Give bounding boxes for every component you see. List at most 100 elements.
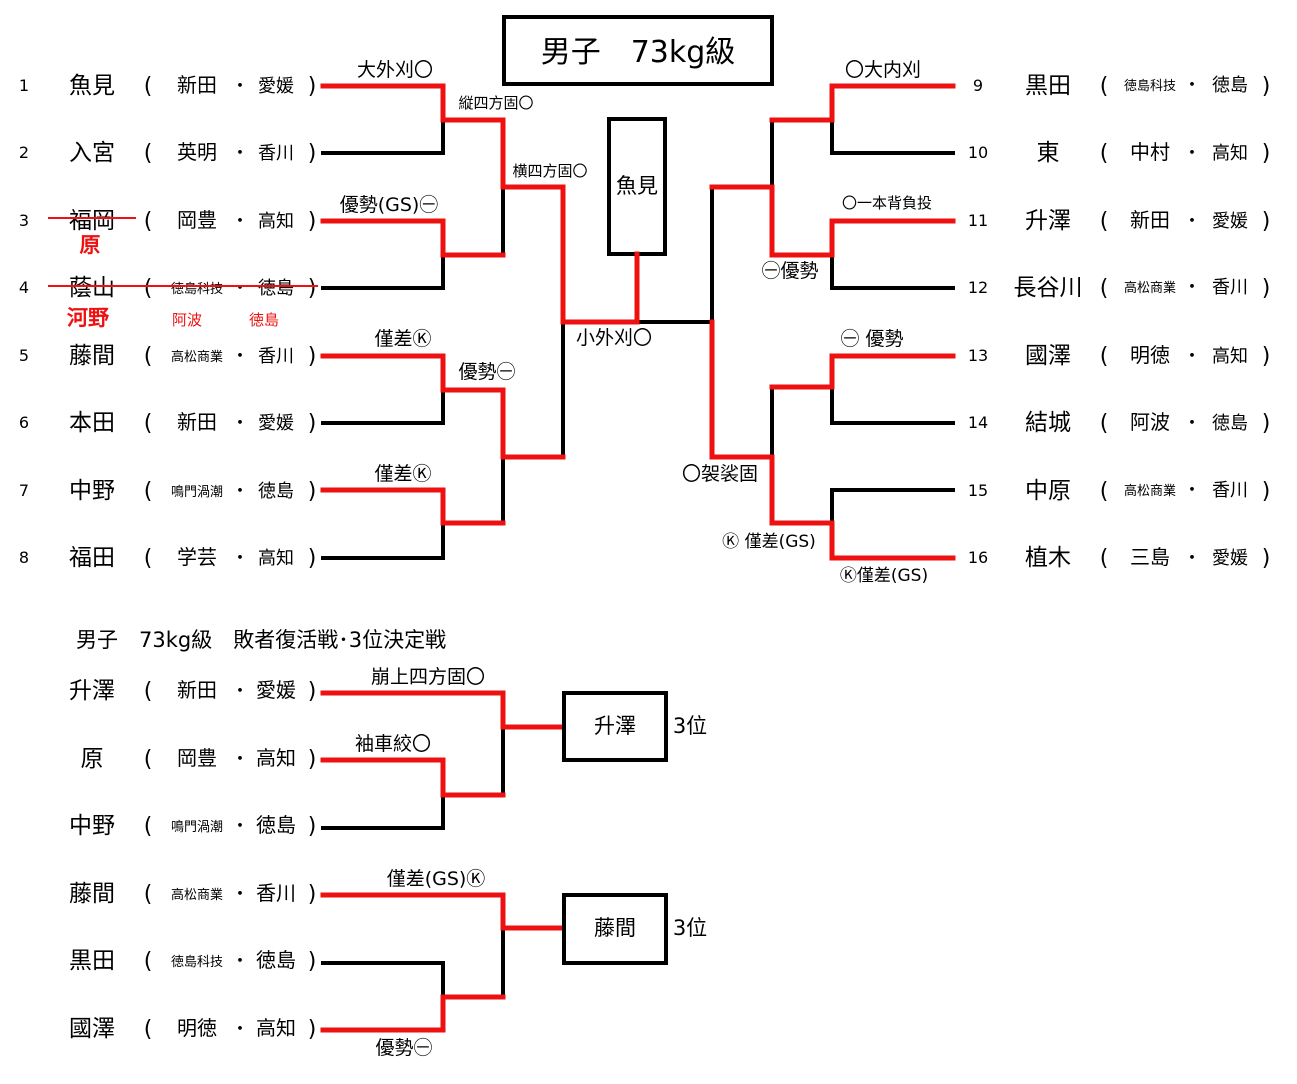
result-label: 袖車絞〇 (355, 733, 431, 755)
entry-school: 新田 (177, 73, 217, 97)
entry-school: 高松商業 (171, 349, 223, 365)
entry-name: 長谷川 (1014, 275, 1083, 301)
entry-school: 徳島科技 (1124, 79, 1176, 94)
winner-path (320, 83, 640, 325)
entry-pref: 高知 (258, 548, 294, 569)
paren-open: ( (144, 949, 153, 974)
result-label: Ⓚ 僅差(GS) (722, 532, 816, 552)
paren-close: ) (308, 814, 317, 839)
entry-school: 新田 (177, 410, 217, 434)
paren-close: ) (308, 882, 317, 907)
winner-path (320, 892, 567, 931)
repechage-group-b: 藤間 ( 高松商業 ・ 香川 ) 黒田 ( 徳島科技 ・ 徳島 ) 國澤 ( 明… (69, 881, 316, 1042)
entry-name: 中野 (69, 478, 115, 504)
separator-dot: ・ (1183, 277, 1201, 298)
entry-school: 高松商業 (1124, 483, 1176, 499)
entry-school: 学芸 (177, 545, 217, 569)
separator-dot: ・ (231, 884, 249, 905)
result-label: 縦四方固〇 (458, 94, 533, 112)
paren-open: ( (144, 882, 153, 907)
entry-number: 9 (973, 76, 983, 95)
separator-dot: ・ (1183, 480, 1201, 501)
winner-path (320, 487, 506, 526)
separator-dot: ・ (231, 481, 249, 502)
entry-pref: 愛媛 (256, 678, 296, 702)
entry-pref: 愛媛 (1212, 548, 1248, 569)
entry-name: 結城 (1025, 410, 1071, 436)
entry-school: 英明 (177, 140, 217, 164)
entry-number: 15 (968, 481, 988, 500)
paren-close: ) (1262, 209, 1271, 234)
paren-open: ( (144, 74, 153, 99)
repechage-entry: 黒田 ( 徳島科技 ・ 徳島 ) (69, 948, 316, 974)
separator-dot: ・ (231, 278, 249, 299)
entry-pref: 愛媛 (258, 413, 294, 434)
bracket-line (321, 521, 445, 560)
entry-pref: 徳島 (258, 278, 294, 299)
third-place-label: 3位 (673, 714, 707, 738)
result-label: 僅差Ⓚ (374, 328, 431, 350)
winner-path (709, 319, 956, 561)
separator-dot: ・ (231, 1019, 249, 1040)
separator-dot: ・ (1183, 211, 1201, 232)
paren-open: ( (144, 141, 153, 166)
entry-school: 明徳 (177, 1016, 217, 1040)
paren-open: ( (144, 814, 153, 839)
entry-number: 16 (968, 548, 988, 567)
entry-8: 8 福田 ( 学芸 ・ 高知 ) (19, 545, 316, 571)
entry-4: 4 蔭山 ( 徳島科技 ・ 徳島 ) (19, 275, 316, 301)
paren-open: ( (144, 679, 153, 704)
final-result-label: 小外刈〇 (576, 327, 652, 349)
entry-name: 福田 (69, 545, 115, 571)
winner-path (320, 994, 506, 1033)
winner-path (320, 757, 506, 798)
third-place-box (562, 893, 668, 965)
result-label: 〇大内刈 (845, 59, 921, 81)
paren-open: ( (1100, 344, 1109, 369)
entry-number: 14 (968, 413, 988, 432)
separator-dot: ・ (1183, 413, 1201, 434)
entry-pref: 香川 (1212, 277, 1248, 298)
result-label: 僅差Ⓚ (374, 463, 431, 485)
entry-name: 藤間 (69, 343, 115, 369)
paren-open: ( (144, 546, 153, 571)
paren-open: ( (1100, 74, 1109, 99)
result-label: 〇一本背負投 (842, 194, 932, 212)
entry-15: 15 中原 ( 高松商業 ・ 香川 ) (968, 478, 1270, 504)
substitute-name-4: 河野 (67, 306, 109, 330)
paren-close: ) (308, 1017, 317, 1042)
separator-dot: ・ (231, 816, 249, 837)
separator-dot: ・ (1183, 143, 1201, 164)
entry-number: 2 (19, 143, 29, 162)
paren-close: ) (1262, 411, 1271, 436)
entry-number: 1 (19, 76, 29, 95)
paren-close: ) (308, 141, 317, 166)
result-label: 優勢㊀ (458, 361, 515, 383)
separator-dot: ・ (231, 211, 249, 232)
paren-close: ) (1262, 479, 1271, 504)
result-label: 〇袈裟固 (682, 463, 758, 485)
entry-name: 升澤 (69, 678, 115, 704)
entry-pref: 愛媛 (1212, 211, 1248, 232)
repechage-entry: 升澤 ( 新田 ・ 愛媛 ) (69, 678, 316, 704)
result-labels: 大外刈〇 縦四方固〇 優勢(GS)㊀ 横四方固〇 僅差Ⓚ 優勢㊀ 僅差Ⓚ 小外刈… (340, 59, 932, 586)
winner-path (769, 353, 956, 390)
left-bracket-lines (320, 83, 714, 560)
entry-pref: 高知 (1212, 143, 1248, 164)
bracket-title: 男子 73kg級 (541, 35, 736, 70)
entry-name: 黒田 (1025, 73, 1071, 99)
third-place-box (562, 691, 668, 762)
bracket-line (321, 961, 445, 999)
entry-name: 入宮 (69, 140, 115, 166)
left-entries: 1 魚見 ( 新田 ・ 愛媛 ) 2 入宮 ( 英明 ・ 香川 ) 3 福岡 (… (19, 73, 316, 571)
entry-school: 新田 (177, 678, 217, 702)
separator-dot: ・ (1183, 75, 1201, 96)
paren-close: ) (308, 546, 317, 571)
entry-school: 阿波 (1130, 410, 1170, 434)
entry-pref: 香川 (258, 143, 294, 164)
bracket-line (321, 253, 445, 290)
result-label: 優勢(GS)㊀ (340, 194, 439, 216)
entry-pref: 徳島 (256, 948, 296, 972)
paren-open: ( (1100, 546, 1109, 571)
